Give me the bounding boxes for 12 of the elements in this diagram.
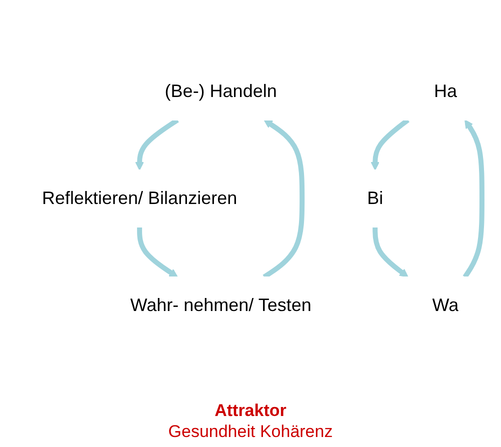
node-text: Wa — [432, 294, 459, 314]
node-text: Ha — [434, 80, 458, 100]
center-label: Gesundheit Kohärenz — [168, 422, 333, 442]
node-text: Reflektieren/ Bilanzieren — [42, 187, 238, 208]
node-text: (Be-) Handeln — [164, 80, 278, 100]
node-text: Wahr- nehmen/ Testen — [130, 294, 312, 314]
arrow — [372, 226, 409, 277]
arrow — [463, 119, 485, 278]
center-label: Attraktor — [214, 401, 288, 421]
arrow — [370, 118, 410, 170]
arrow — [137, 226, 178, 277]
node-text: Bi — [367, 187, 384, 208]
